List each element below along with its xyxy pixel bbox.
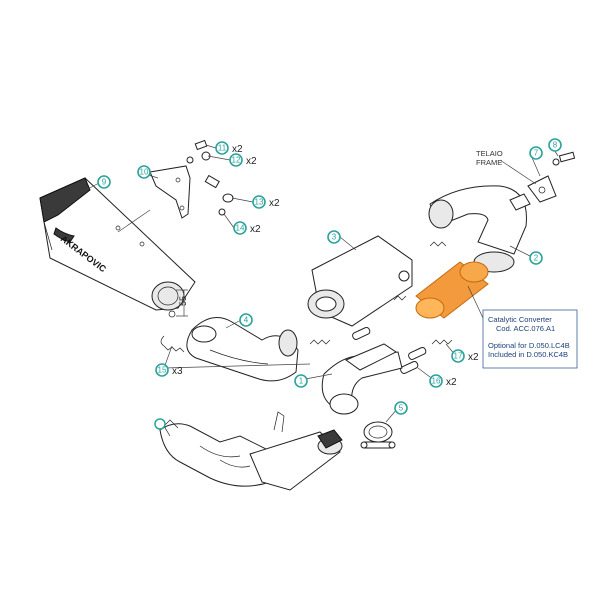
catalytic-note-line1: Catalytic Converter xyxy=(488,315,552,324)
callout-1-number: 1 xyxy=(299,377,304,386)
frame-bracket-part xyxy=(527,151,576,203)
callout-9: 9 xyxy=(97,175,111,189)
callout-11-qty: x2 xyxy=(232,144,243,155)
callout-8: 8 xyxy=(548,138,562,152)
bracket-part xyxy=(149,165,191,219)
callout-13-number: 13 xyxy=(255,198,264,207)
callout-13-qty: x2 xyxy=(269,198,280,209)
callout-12-qty: x2 xyxy=(246,156,257,167)
callout-8-number: 8 xyxy=(553,141,558,150)
frame-label: TELAIO FRAME xyxy=(476,149,537,185)
callout-7: 7 xyxy=(529,146,543,160)
frame-label-line1: TELAIO xyxy=(476,149,503,158)
callout-13: 13 x2 xyxy=(252,195,280,209)
catalytic-note-line3: Optional for D.050.LC4B xyxy=(488,341,570,350)
callout-5-number: 5 xyxy=(399,404,404,413)
callout-4: 4 xyxy=(239,313,253,327)
clamp-part xyxy=(360,421,396,449)
callout-17-qty: x2 xyxy=(468,352,479,363)
header-bend-part xyxy=(428,185,531,273)
callout-7-number: 7 xyxy=(534,149,539,158)
callout-3-number: 3 xyxy=(332,233,337,242)
callout-11: 11 x2 xyxy=(215,141,243,155)
callout-9-number: 9 xyxy=(102,178,107,187)
catalytic-converter-part xyxy=(415,261,489,319)
callout-12: 12 x2 xyxy=(229,153,257,167)
frame-label-line2: FRAME xyxy=(476,158,502,167)
callout-5: 5 xyxy=(394,401,408,415)
callout-16: 16 x2 xyxy=(429,374,457,388)
spring-right xyxy=(431,339,453,345)
link-pipe-part xyxy=(186,317,299,382)
callout-12-number: 12 xyxy=(232,156,241,165)
callout-15-qty: x3 xyxy=(172,366,183,377)
catalytic-note-line2: Cod. ACC.076.A1 xyxy=(496,324,555,333)
mid-pipe-part xyxy=(321,343,403,415)
callout-10: 10 xyxy=(137,165,151,179)
catalytic-note-line4: Included in D.050.KC4B xyxy=(488,350,568,359)
callout-2-number: 2 xyxy=(534,254,539,263)
callout-14: 14 x2 xyxy=(233,221,261,235)
pin-parts xyxy=(352,326,427,374)
spring-left xyxy=(160,335,331,353)
callout-16-qty: x2 xyxy=(446,377,457,388)
callout-1: 1 xyxy=(294,374,308,388)
callout-14-number: 14 xyxy=(236,224,245,233)
callout-14-qty: x2 xyxy=(250,224,261,235)
callout-15-number: 15 xyxy=(158,366,167,375)
catalytic-note: Catalytic Converter Cod. ACC.076.A1 Opti… xyxy=(467,285,578,369)
dimension-label: 55 xyxy=(178,296,188,306)
spring-top xyxy=(393,241,447,301)
callout-4-number: 4 xyxy=(244,316,249,325)
bracket-hardware xyxy=(186,139,234,216)
callout-10-number: 10 xyxy=(140,168,149,177)
callout-16-number: 16 xyxy=(432,377,441,386)
silencer-can-part xyxy=(307,235,413,327)
muffler-part: AKRAPOVIC 55 xyxy=(39,177,196,318)
callout-3: 3 xyxy=(327,230,341,244)
callout-17-number: 17 xyxy=(454,352,463,361)
callout-15: 15 x3 xyxy=(155,363,183,377)
assembled-system-preview xyxy=(154,411,343,491)
callout-2: 2 xyxy=(529,251,543,265)
callout-17: 17 x2 xyxy=(451,349,479,363)
callout-11-number: 11 xyxy=(218,144,227,153)
